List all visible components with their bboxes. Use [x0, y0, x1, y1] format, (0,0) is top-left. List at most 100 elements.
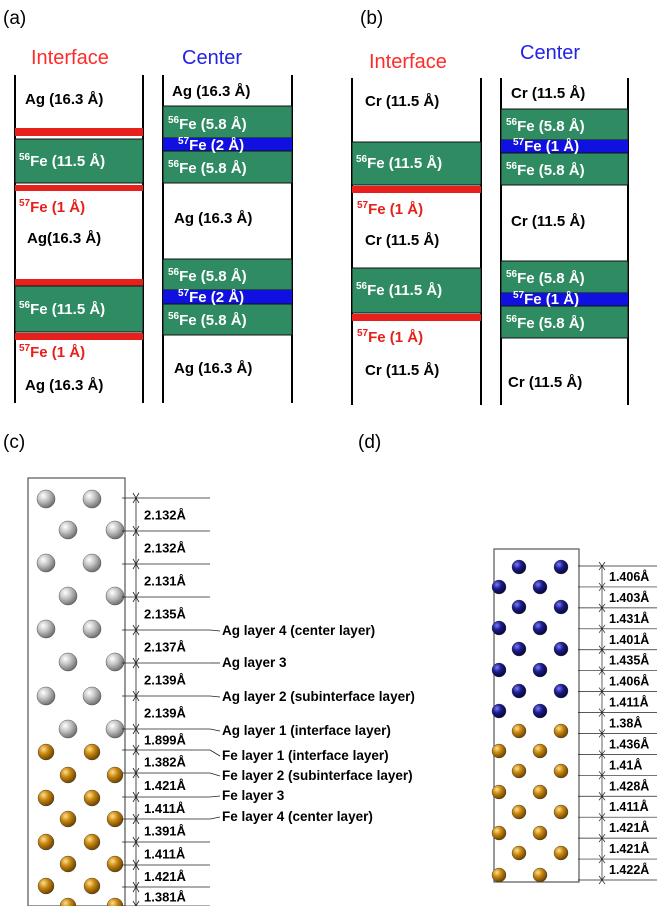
layer-label: Cr (11.5 Å) — [365, 93, 439, 110]
fe-atom — [59, 810, 77, 828]
layer-label: 56Fe (11.5 Å) — [356, 281, 442, 299]
center-stack-a: Ag (16.3 Å) 56Fe (5.8 Å) 57Fe (2 Å) 56Fe… — [162, 75, 293, 403]
dimension-ladder-d: 1.406Å1.403Å1.431Å1.401Å1.435Å1.406Å1.41… — [578, 561, 657, 885]
dimension-arrow — [132, 859, 140, 871]
fe57-center-layer — [501, 140, 628, 153]
spacing-label: 1.406Å — [609, 674, 649, 689]
dimension-arrow — [132, 624, 140, 636]
interface-header-b: Interface — [369, 51, 447, 73]
layer-label: 57Fe (1 Å) — [357, 328, 423, 346]
spacing-label: 2.139Å — [144, 673, 187, 688]
leader-line — [209, 772, 221, 777]
layer-annotation: Ag layer 2 (subinterface layer) — [222, 689, 415, 704]
fe-atom — [491, 825, 507, 841]
dimension-arrow — [598, 812, 606, 822]
layer-label: Cr (11.5 Å) — [511, 85, 585, 102]
fe-atom — [532, 867, 548, 883]
ag-atom — [58, 586, 78, 606]
layer-label: Cr (11.5 Å) — [511, 213, 585, 230]
spacing-label: 1.421Å — [609, 841, 649, 856]
dimension-arrow — [598, 582, 606, 592]
fe-atom — [106, 766, 124, 784]
spacing-label: 1.411Å — [144, 847, 186, 862]
layer-label: Ag (16.3 Å) — [25, 377, 103, 394]
fe-atom — [37, 789, 55, 807]
fe-atom — [511, 804, 527, 820]
cr-atom — [491, 703, 507, 719]
fe-atom — [553, 845, 569, 861]
layer-annotation: Fe layer 3 — [222, 788, 285, 803]
layer-label: Ag (16.3 Å) — [174, 210, 252, 227]
fe-atom — [532, 825, 548, 841]
spacing-label: 1.436Å — [609, 736, 649, 751]
cr-atom — [511, 683, 527, 699]
dimension-arrow — [598, 792, 606, 801]
fe-atom — [491, 867, 507, 883]
center-stack-b: Cr (11.5 Å) 56Fe (5.8 Å) 57Fe (1 Å) 56Fe… — [500, 78, 629, 405]
layer-label: 57Fe (2 Å) — [178, 136, 244, 154]
ag-atom — [36, 686, 56, 706]
fe56-layer — [500, 108, 629, 141]
layer-label: 57Fe (1 Å) — [513, 137, 579, 155]
spacing-label: 2.137Å — [144, 640, 187, 655]
panel-a: (a) Interface Center Ag (16.3 Å) 56Fe (1… — [3, 8, 293, 403]
ag-atom — [105, 520, 125, 540]
fe-atom — [511, 763, 527, 779]
spacing-label: 1.391Å — [144, 824, 187, 839]
spacing-label: 1.421Å — [144, 778, 187, 793]
dimension-arrow — [598, 708, 606, 717]
spacing-label: 1.421Å — [144, 869, 187, 884]
cr-atom — [511, 641, 527, 657]
interface-stack-b: Cr (11.5 Å) 56Fe (11.5 Å) 57Fe (1 Å) Cr … — [351, 78, 482, 405]
spacing-label: 1.406Å — [609, 569, 649, 584]
layer-label: 56Fe (5.8 Å) — [506, 117, 585, 135]
spacing-label: 1.411Å — [144, 801, 186, 816]
fe-atom — [83, 877, 101, 895]
fe-atom — [83, 833, 101, 851]
spacing-label: 1.422Å — [609, 862, 649, 877]
fe-atom — [37, 877, 55, 895]
spacing-label: 1.38Å — [609, 716, 642, 731]
cr-atom — [491, 662, 507, 678]
ag-atom — [36, 553, 56, 573]
dimension-arrow — [132, 690, 140, 702]
leader-line — [209, 695, 221, 698]
leader-line — [209, 728, 221, 732]
dimension-arrow — [598, 833, 606, 843]
spacing-label: 1.381Å — [144, 890, 187, 905]
fe57-interface-stripe — [15, 185, 143, 191]
cr-atom — [553, 683, 569, 699]
dimension-arrow — [132, 836, 140, 848]
fe56-layer — [162, 105, 293, 139]
fe-atom — [37, 833, 55, 851]
fe56-layer — [500, 260, 629, 294]
spacing-label: 1.899Å — [144, 733, 187, 748]
cr-atom — [532, 703, 548, 719]
ag-atom — [58, 520, 78, 540]
fe56-layer — [162, 303, 293, 336]
leader-line — [209, 629, 221, 632]
layer-label: 57Fe (2 Å) — [178, 288, 244, 306]
layer-label: 57Fe (1 Å) — [513, 290, 579, 308]
fe-atom — [532, 743, 548, 759]
dimension-ladder-c: 2.132Å2.132Å2.131Å2.135Å2.137Å2.139Å2.13… — [122, 492, 210, 906]
panel-label-c: (c) — [3, 432, 25, 453]
spacing-label: 1.403Å — [609, 590, 649, 605]
layer-label: Ag (16.3 Å) — [172, 83, 250, 100]
fe56-layer — [351, 141, 482, 186]
dimension-arrow — [132, 558, 140, 570]
ag-atom — [105, 586, 125, 606]
layer-label: 56Fe (5.8 Å) — [168, 311, 247, 329]
spacing-label: 2.135Å — [144, 607, 187, 622]
spacing-label: 1.411Å — [609, 695, 649, 710]
panel-c: (c) 2.132Å2.132Å2.131Å2.135Å2.137Å2.139Å… — [3, 432, 415, 906]
layer-annotation: Fe layer 4 (center layer) — [222, 809, 373, 824]
spacing-label: 2.139Å — [144, 706, 187, 721]
fe57-center-layer — [163, 290, 292, 304]
panel-d: (d) 1.406Å1.403Å1.431Å1.401Å1.435Å1.406Å… — [358, 432, 657, 885]
interface-stack-a: Ag (16.3 Å) 56Fe (11.5 Å) 57Fe (1 Å) Ag(… — [14, 75, 144, 403]
fe-atom — [511, 723, 527, 739]
ag-atom — [36, 489, 56, 509]
fe56-layer — [14, 285, 144, 333]
